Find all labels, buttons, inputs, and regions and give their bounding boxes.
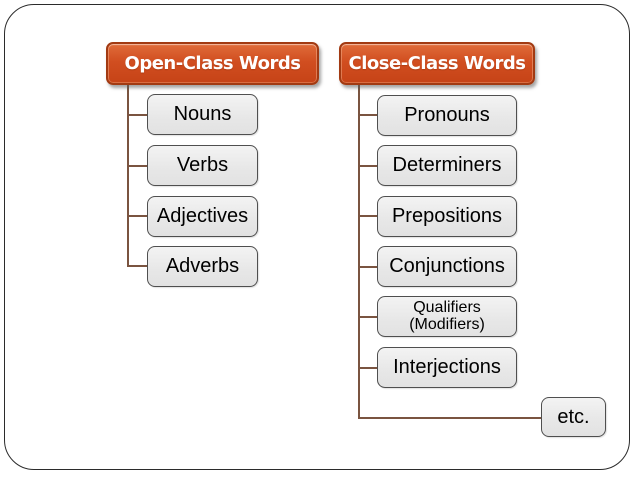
connector-stub-adjectives — [127, 215, 147, 217]
connector-trunk-open-class — [127, 85, 129, 267]
connector-stub-nouns — [127, 114, 147, 116]
slide-border-frame — [4, 4, 630, 470]
node-etc: etc. — [541, 397, 606, 437]
node-adverbs: Adverbs — [147, 246, 258, 287]
connector-stub-qualifiers — [358, 316, 377, 318]
connector-stub-determiners — [358, 165, 377, 167]
connector-stub-pronouns — [358, 114, 377, 116]
open-class-words-header: Open-Class Words — [106, 42, 319, 85]
connector-stub-verbs — [127, 165, 147, 167]
node-nouns: Nouns — [147, 94, 258, 135]
node-conjunctions: Conjunctions — [377, 246, 517, 287]
node-determiners: Determiners — [377, 145, 517, 186]
connector-stub-prepositions — [358, 215, 377, 217]
node-interjections: Interjections — [377, 347, 517, 388]
close-class-words-header: Close-Class Words — [339, 42, 535, 85]
connector-stub-adverbs — [127, 265, 147, 267]
connector-trunk-close-class — [358, 85, 360, 419]
connector-stub-conjunctions — [358, 266, 377, 268]
node-verbs: Verbs — [147, 145, 258, 186]
node-qualifiers-modifiers: Qualifiers (Modifiers) — [377, 296, 517, 337]
node-adjectives: Adjectives — [147, 196, 258, 237]
connector-stub-interjections — [358, 367, 377, 369]
node-prepositions: Prepositions — [377, 196, 517, 237]
connector-stub-etc — [358, 417, 541, 419]
node-pronouns: Pronouns — [377, 95, 517, 136]
